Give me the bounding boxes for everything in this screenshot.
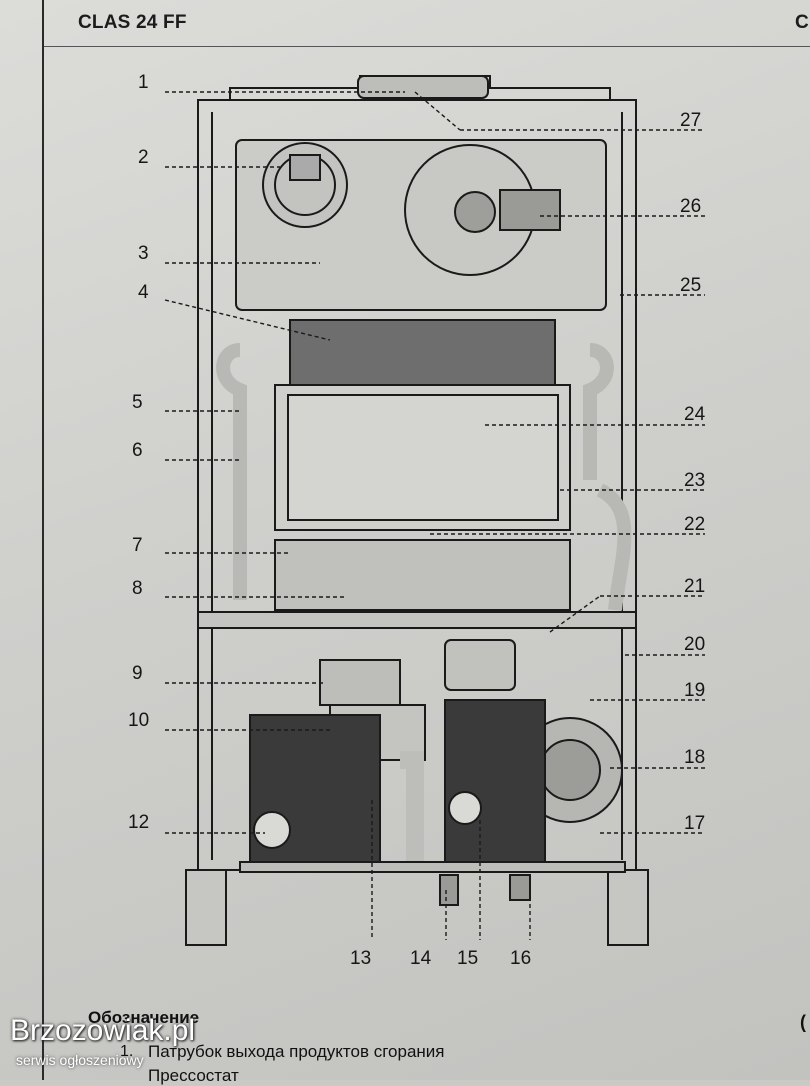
header-rule	[44, 46, 810, 47]
page-left-border	[42, 0, 44, 1080]
callout-12: 12	[128, 812, 150, 833]
callout-7: 7	[132, 535, 143, 556]
callout-22: 22	[684, 514, 706, 535]
callout-1: 1	[138, 72, 149, 93]
callout-21: 21	[684, 576, 706, 597]
callout-2: 2	[138, 147, 149, 168]
callout-3: 3	[138, 243, 149, 264]
callout-4: 4	[138, 282, 149, 303]
cut-off-text: (	[800, 1012, 806, 1032]
callout-6: 6	[132, 440, 143, 461]
burner	[274, 539, 571, 611]
callout-18: 18	[684, 747, 706, 768]
callout-5: 5	[132, 392, 143, 413]
watermark-brand: Brzozowiak.pl	[10, 1014, 196, 1047]
legend-item: Патрубок выхода продуктов сгорания	[148, 1042, 445, 1061]
boiler-diagram	[164, 75, 705, 946]
callout-8: 8	[132, 578, 143, 599]
legend-title: Обозначение	[88, 1008, 200, 1027]
hydraulic-group-right	[444, 699, 546, 866]
callout-17: 17	[684, 813, 706, 834]
callout-9: 9	[132, 663, 143, 684]
model-title: CLAS 24 FF	[78, 12, 187, 33]
watermark-subtitle: serwis ogłoszeniowy	[16, 1052, 144, 1068]
callout-10: 10	[128, 710, 150, 731]
legend-item-number: 1.	[120, 1043, 134, 1060]
heat-exchanger	[289, 319, 556, 386]
callout-24: 24	[684, 404, 706, 425]
callout-16: 16	[510, 948, 532, 969]
callout-25: 25	[680, 275, 702, 296]
callout-27: 27	[680, 110, 702, 131]
callout-15: 15	[457, 948, 479, 969]
cut-off-heading: C	[795, 12, 809, 33]
callout-13: 13	[350, 948, 372, 969]
callout-23: 23	[684, 470, 706, 491]
callout-20: 20	[684, 634, 706, 655]
callout-26: 26	[680, 196, 702, 217]
legend-item: Прессостат	[148, 1066, 239, 1085]
callout-14: 14	[410, 948, 432, 969]
callout-19: 19	[684, 680, 706, 701]
gas-valve	[319, 659, 401, 706]
